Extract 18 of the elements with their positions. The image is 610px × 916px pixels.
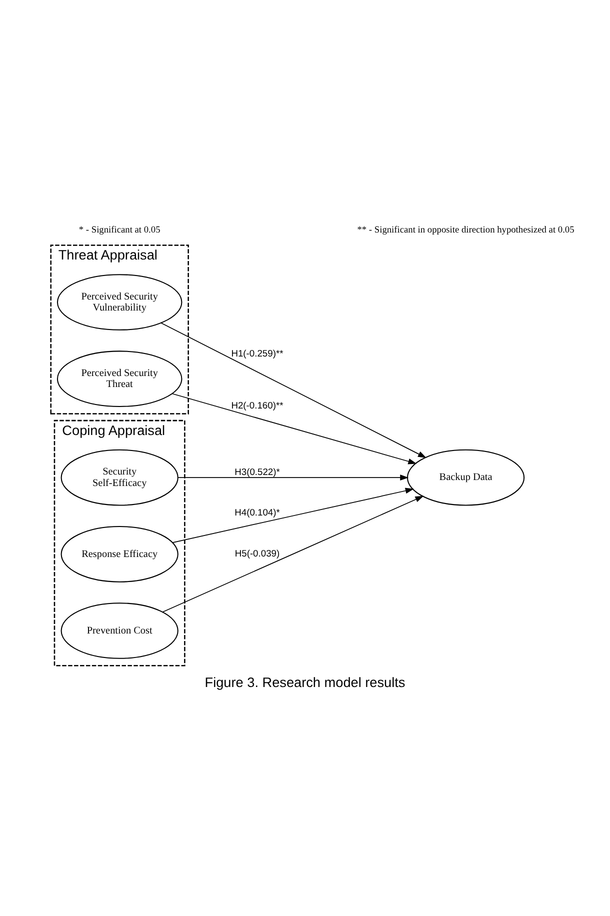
- edge-label: H1(-0.259)**: [231, 348, 284, 359]
- arrow: [162, 496, 424, 612]
- arrow: [178, 474, 409, 481]
- arrow: [172, 488, 414, 543]
- edge-label: H3(0.522)*: [234, 466, 280, 477]
- node-ellipse: Prevention Cost: [60, 602, 178, 659]
- edge-label: H5(-0.039): [234, 548, 280, 559]
- edge-label: H4(0.104)*: [234, 508, 280, 518]
- node-ellipse: Perceived Security Vulnerability: [56, 274, 182, 330]
- node-ellipse: Perceived Security Threat: [56, 350, 182, 408]
- edge-label: H2(-0.160)**: [231, 400, 284, 410]
- arrow: [160, 322, 426, 458]
- label: * - Significant at 0.05: [78, 225, 160, 236]
- node-ellipse: Response Efficacy: [60, 526, 178, 582]
- node-ellipse: Security Self-Efficacy: [60, 449, 178, 506]
- arrow: [172, 393, 417, 464]
- label: ** - Significant in opposite direction hypothesized at 0.05: [357, 225, 574, 236]
- caption: Figure 3. Research model results: [204, 674, 406, 690]
